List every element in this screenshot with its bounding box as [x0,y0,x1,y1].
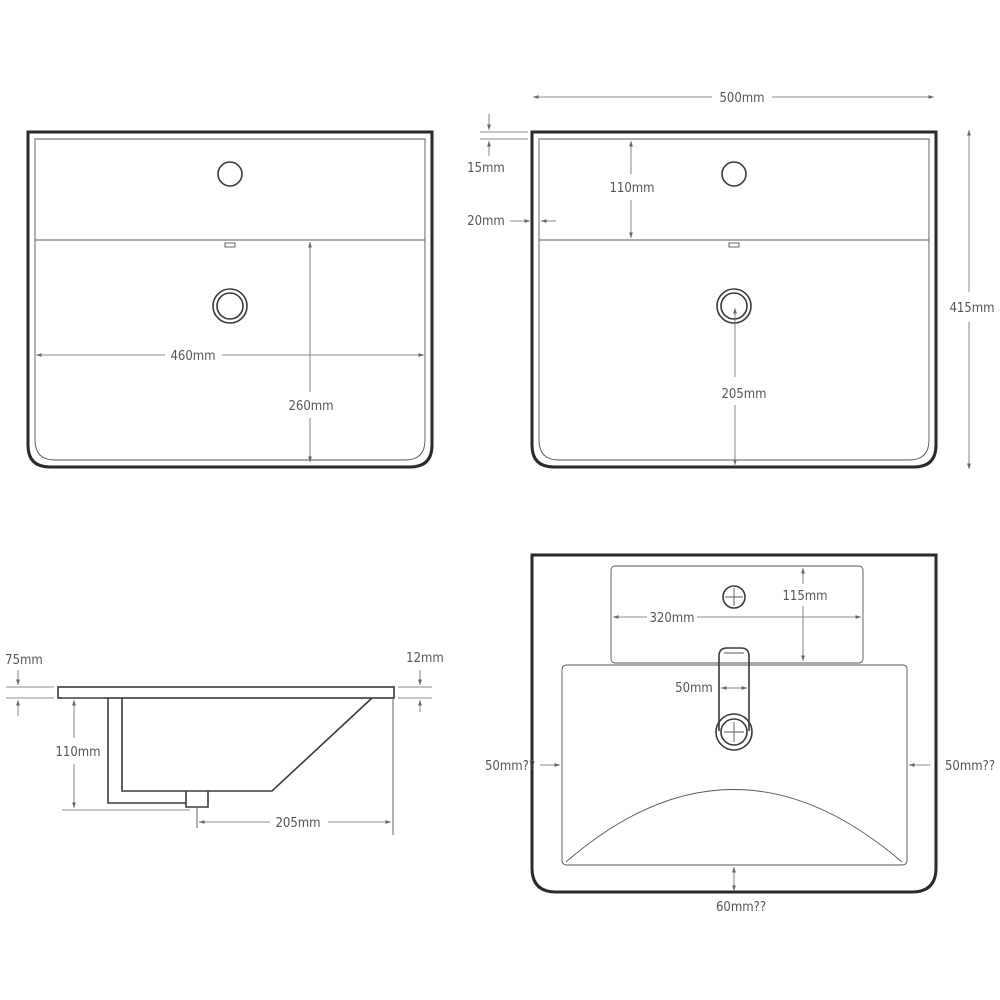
dim-plan-bottom-margin: 60mm?? [716,900,766,915]
front-view-left: 460mm 260mm [26,130,434,469]
tap-hole-icon [217,161,243,187]
dim-plan-width: 320mm [649,611,694,626]
drain-outer-icon [212,288,248,324]
front-view-right: 500mm 15mm 20mm 110mm 205mm 415mm [467,91,995,469]
tap-hole-icon [722,585,746,609]
dim-plan-height: 115mm [782,589,827,604]
dim-front-depth: 260mm [288,399,333,414]
dim-drain-offset: 205mm [721,387,766,402]
dim-side-top-height: 75mm [5,653,43,668]
dim-side-margin: 20mm [467,214,505,229]
dim-rim-thickness: 15mm [467,161,505,176]
dim-side-bowl-depth: 110mm [55,745,100,760]
dim-plan-right-margin: 50mm?? [945,759,995,774]
dim-overall-depth: 415mm [949,301,994,316]
dim-deck-depth: 110mm [609,181,654,196]
tap-hole-icon [721,161,747,187]
plan-view: 320mm 115mm 50mm 50mm?? 50mm?? 60mm?? [485,553,995,915]
dim-overflow-width: 50mm [675,681,713,696]
side-section-view: 75mm 12mm 110mm 205mm [5,651,444,835]
drain-icon [715,713,753,751]
dim-side-rim: 12mm [406,651,444,666]
drain-outer-icon [716,288,752,324]
dim-plan-left-margin: 50mm?? [485,759,535,774]
dim-front-width: 460mm [170,349,215,364]
dim-overall-width: 500mm [719,91,764,106]
dim-side-drain-offset: 205mm [275,816,320,831]
